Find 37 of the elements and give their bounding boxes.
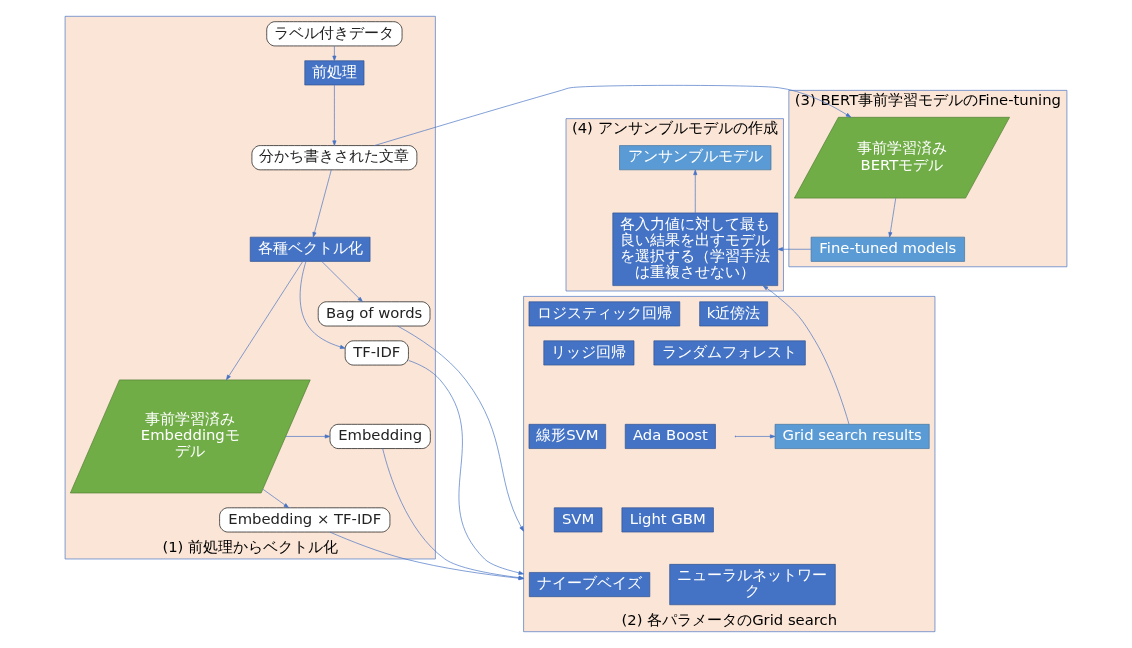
node-box: 各種ベクトル化 xyxy=(249,236,371,262)
node-box: TF-IDF xyxy=(344,340,409,366)
arrow xyxy=(888,197,897,238)
node-box: Grid search results xyxy=(774,424,930,449)
node-box: Ada Boost xyxy=(624,424,716,449)
arrow xyxy=(312,169,332,238)
arrow xyxy=(736,434,776,439)
arrow xyxy=(762,285,850,425)
arrow xyxy=(332,45,337,62)
node-box: Light GBM xyxy=(621,507,714,533)
arrow xyxy=(693,169,698,214)
node-box: ラベル付きデータ xyxy=(266,21,403,47)
node-box: ニューラルネットワーク xyxy=(669,564,836,606)
node-box: Embedding × TF-IDF xyxy=(219,507,391,533)
arrow xyxy=(299,261,346,349)
node-box: リッジ回帰 xyxy=(543,340,635,366)
node-box: 分かち書きされた文章 xyxy=(251,145,418,171)
node-box: ナイーブベイズ xyxy=(528,572,651,597)
arrow xyxy=(777,247,812,252)
arrow xyxy=(332,84,337,146)
node-box: Embedding xyxy=(329,424,431,449)
arrow xyxy=(321,261,363,303)
arrow xyxy=(226,261,303,381)
node-box: ランダムフォレスト xyxy=(653,340,806,366)
node-box: 前処理 xyxy=(304,60,365,86)
arrow xyxy=(262,489,289,508)
arrow xyxy=(408,360,524,575)
node-box: SVM xyxy=(553,507,603,533)
node-box: ロジスティック回帰 xyxy=(528,301,681,327)
arrow xyxy=(285,434,331,439)
arrow xyxy=(374,85,852,146)
node-box: 線形SVM xyxy=(528,424,607,449)
node-box: k近傍法 xyxy=(699,301,768,327)
node-box: Fine-tuned models xyxy=(810,236,965,262)
node-box: Bag of words xyxy=(317,301,431,327)
node-box: 各入力値に対して最も良い結果を出すモデルを選択する（学習手法は重複させない） xyxy=(612,212,779,286)
node-box: アンサンブルモデル xyxy=(619,145,772,171)
